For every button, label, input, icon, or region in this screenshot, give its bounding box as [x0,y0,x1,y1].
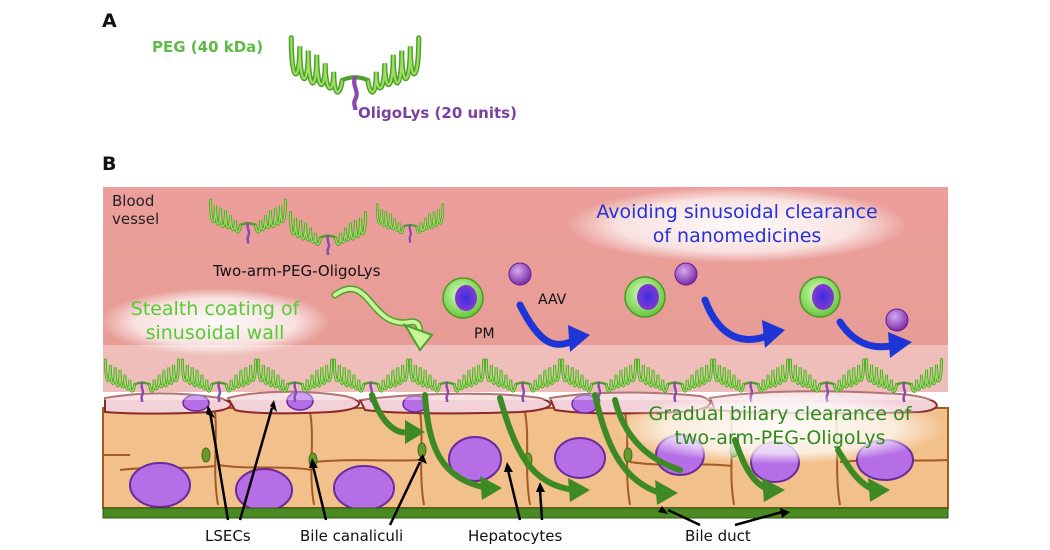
gradual-line-1: Gradual biliary clearance of [648,403,912,425]
avoid-glow [567,187,907,263]
stealth-glow [100,288,330,356]
stealth-line-2: sinusoidal wall [145,322,285,344]
bile-duct-label: Bile duct [685,527,751,545]
avoid-clearance-text: Avoiding sinusoidal clearance of nanomed… [577,200,897,248]
gradual-glow [615,392,945,464]
gradual-line-2: two-arm-PEG-OligoLys [674,427,886,449]
blue-arrowheads [568,320,912,358]
blood-vessel-line-2: vessel [112,210,160,228]
aav-label: AAV [538,292,567,308]
label-arrowheads [206,400,790,518]
avoid-line-2: of nanomedicines [652,225,822,247]
avoid-line-1: Avoiding sinusoidal clearance [596,201,878,223]
panel-a-letter: A [102,10,117,32]
biliary-arrowheads [405,420,890,505]
oligolys-label: OligoLys (20 units) [358,104,517,122]
lsec-nuclei [182,391,599,414]
gradual-clearance-text: Gradual biliary clearance of two-arm-PEG… [625,402,935,450]
panel-b-letter: B [102,153,117,175]
stealth-arrow [331,285,434,352]
stealth-coating-text: Stealth coating of sinusoidal wall [120,297,310,345]
pm-nanoparticles [442,276,841,319]
hepatocytes-label: Hepatocytes [468,527,563,545]
blood-vessel-label: Blood vessel [112,192,159,228]
peg-label: PEG (40 kDa) [152,38,264,56]
two-arm-label: Two-arm-PEG-OligoLys [213,262,381,280]
stealth-line-1: Stealth coating of [130,298,300,320]
biliary-arrows [369,392,878,496]
blood-vessel-line-1: Blood [112,192,155,210]
lsecs-label: LSECs [205,527,251,545]
pm-label: PM [474,326,495,342]
label-arrows [208,407,783,527]
bile-canaliculi-label: Bile canaliculi [300,527,404,545]
peg-oligolys-molecule [291,38,419,110]
aav-particles [508,262,909,332]
bile-duct-line [102,507,949,519]
